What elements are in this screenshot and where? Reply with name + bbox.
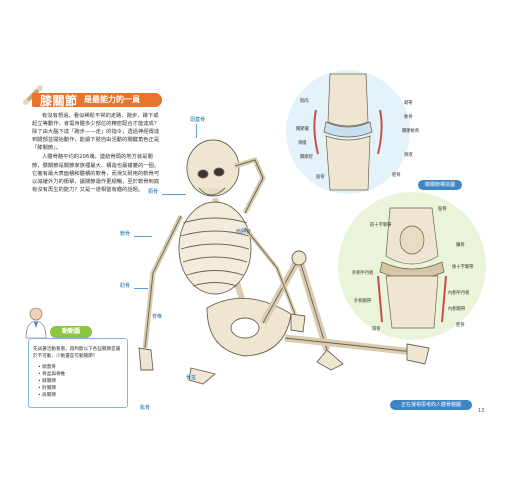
knee-bottom-right-label-4: 內側半月板 bbox=[448, 291, 470, 296]
question-box-title: 動動腦 bbox=[50, 326, 92, 338]
list-item: • 頭蓋骨 bbox=[38, 365, 56, 370]
knee-bottom-right-label-1: 股骨 bbox=[438, 207, 447, 212]
knee-top-left-label-2: 關節囊 bbox=[296, 127, 309, 132]
knee-bottom-left-label-1: 前十字韌帶 bbox=[370, 223, 392, 228]
knee-top-bottom-label-1: 股骨 bbox=[316, 175, 325, 180]
knee-bottom-left-label-3: 外側韌帶 bbox=[354, 299, 372, 304]
question-box bbox=[28, 338, 128, 408]
title-banner: 膝關節 是最能力的一員 bbox=[22, 85, 162, 110]
knee-bottom-left-label-4: 腓骨 bbox=[372, 327, 381, 332]
knee-top-right-label-4: 滑液 bbox=[404, 153, 413, 158]
knee-structure-caption: 膝關節構造圖 bbox=[418, 180, 462, 190]
skull bbox=[186, 139, 240, 197]
knee-bottom-right-label-5: 內側韌帶 bbox=[448, 307, 466, 312]
question-text: 先試著活動看看，再判斷以下各些關節是屬於不可動、少動還是可動關節？ bbox=[33, 347, 121, 359]
label-neck-bone: 頸骨 bbox=[148, 189, 159, 195]
knee-bottom-left-label-2: 外側半月板 bbox=[352, 271, 374, 276]
body-paragraph-1: 有沒有想過，看似稀鬆平常的走路、跑步、蹲下或起立等動作，會需身體多少部位的精密配… bbox=[32, 113, 160, 152]
list-item: • 肘關節 bbox=[38, 386, 56, 391]
page-subtitle: 是最能力的一員 bbox=[84, 95, 140, 104]
knee-bottom-right-label-2: 髕骨 bbox=[456, 243, 465, 248]
knee-top-left-label-1: 肌肉 bbox=[300, 99, 309, 104]
label-skull: 頭蓋骨 bbox=[190, 117, 206, 123]
label-humerus: 肱骨 bbox=[140, 405, 151, 411]
body-paragraph-2: 人體骨骼平均的206塊，連結骨頭的地方就是關節，膝關節是關節家族裡最大、構造也最… bbox=[32, 154, 160, 193]
knee-structure-diagram bbox=[313, 73, 383, 191]
list-item: • 膝關節 bbox=[38, 379, 56, 384]
page-title: 膝關節 bbox=[40, 94, 78, 108]
body-text: 有沒有想過，看似稀鬆平常的走路、跑步、蹲下或起立等動作，會需身體多少部位的精密配… bbox=[32, 112, 162, 195]
skeleton-illustration bbox=[138, 139, 430, 385]
label-pelvis: 骨盆 bbox=[186, 375, 197, 381]
question-list: • 頭蓋骨 • 骨盆與脊椎 • 膝關節 • 肘關節 • 肩關節 bbox=[38, 364, 65, 399]
list-item: • 肩關節 bbox=[38, 393, 56, 398]
knee-top-right-label-2: 軟骨 bbox=[404, 115, 413, 120]
skeleton-caption: 正在凝視思考的人體骨骼圖 bbox=[390, 400, 472, 410]
label-scapula: 肩胛骨 bbox=[236, 229, 252, 235]
title-ribbon bbox=[32, 93, 162, 107]
page-number: 13 bbox=[478, 408, 485, 414]
knee-top-bottom-label-2: 脛骨 bbox=[392, 173, 401, 178]
doctor-icon bbox=[25, 307, 47, 339]
knee-top-right-label-3: 關節軟骨 bbox=[402, 129, 420, 134]
knee-bottom-right-label-6: 脛骨 bbox=[456, 323, 465, 328]
knee-top-right-label-1: 韌帶 bbox=[404, 101, 413, 106]
knee-bottom-right-label-3: 後十字韌帶 bbox=[452, 265, 474, 270]
label-rib: 肋骨 bbox=[120, 283, 131, 289]
knee-detail-diagram bbox=[377, 207, 447, 329]
knee-top-left-label-4: 關節腔 bbox=[300, 155, 313, 160]
knee-top-left-label-3: 滑膜 bbox=[298, 141, 307, 146]
label-clavicle: 鎖骨 bbox=[120, 231, 131, 237]
label-spine: 脊椎 bbox=[152, 314, 163, 320]
list-item: • 骨盆與脊椎 bbox=[38, 372, 66, 377]
